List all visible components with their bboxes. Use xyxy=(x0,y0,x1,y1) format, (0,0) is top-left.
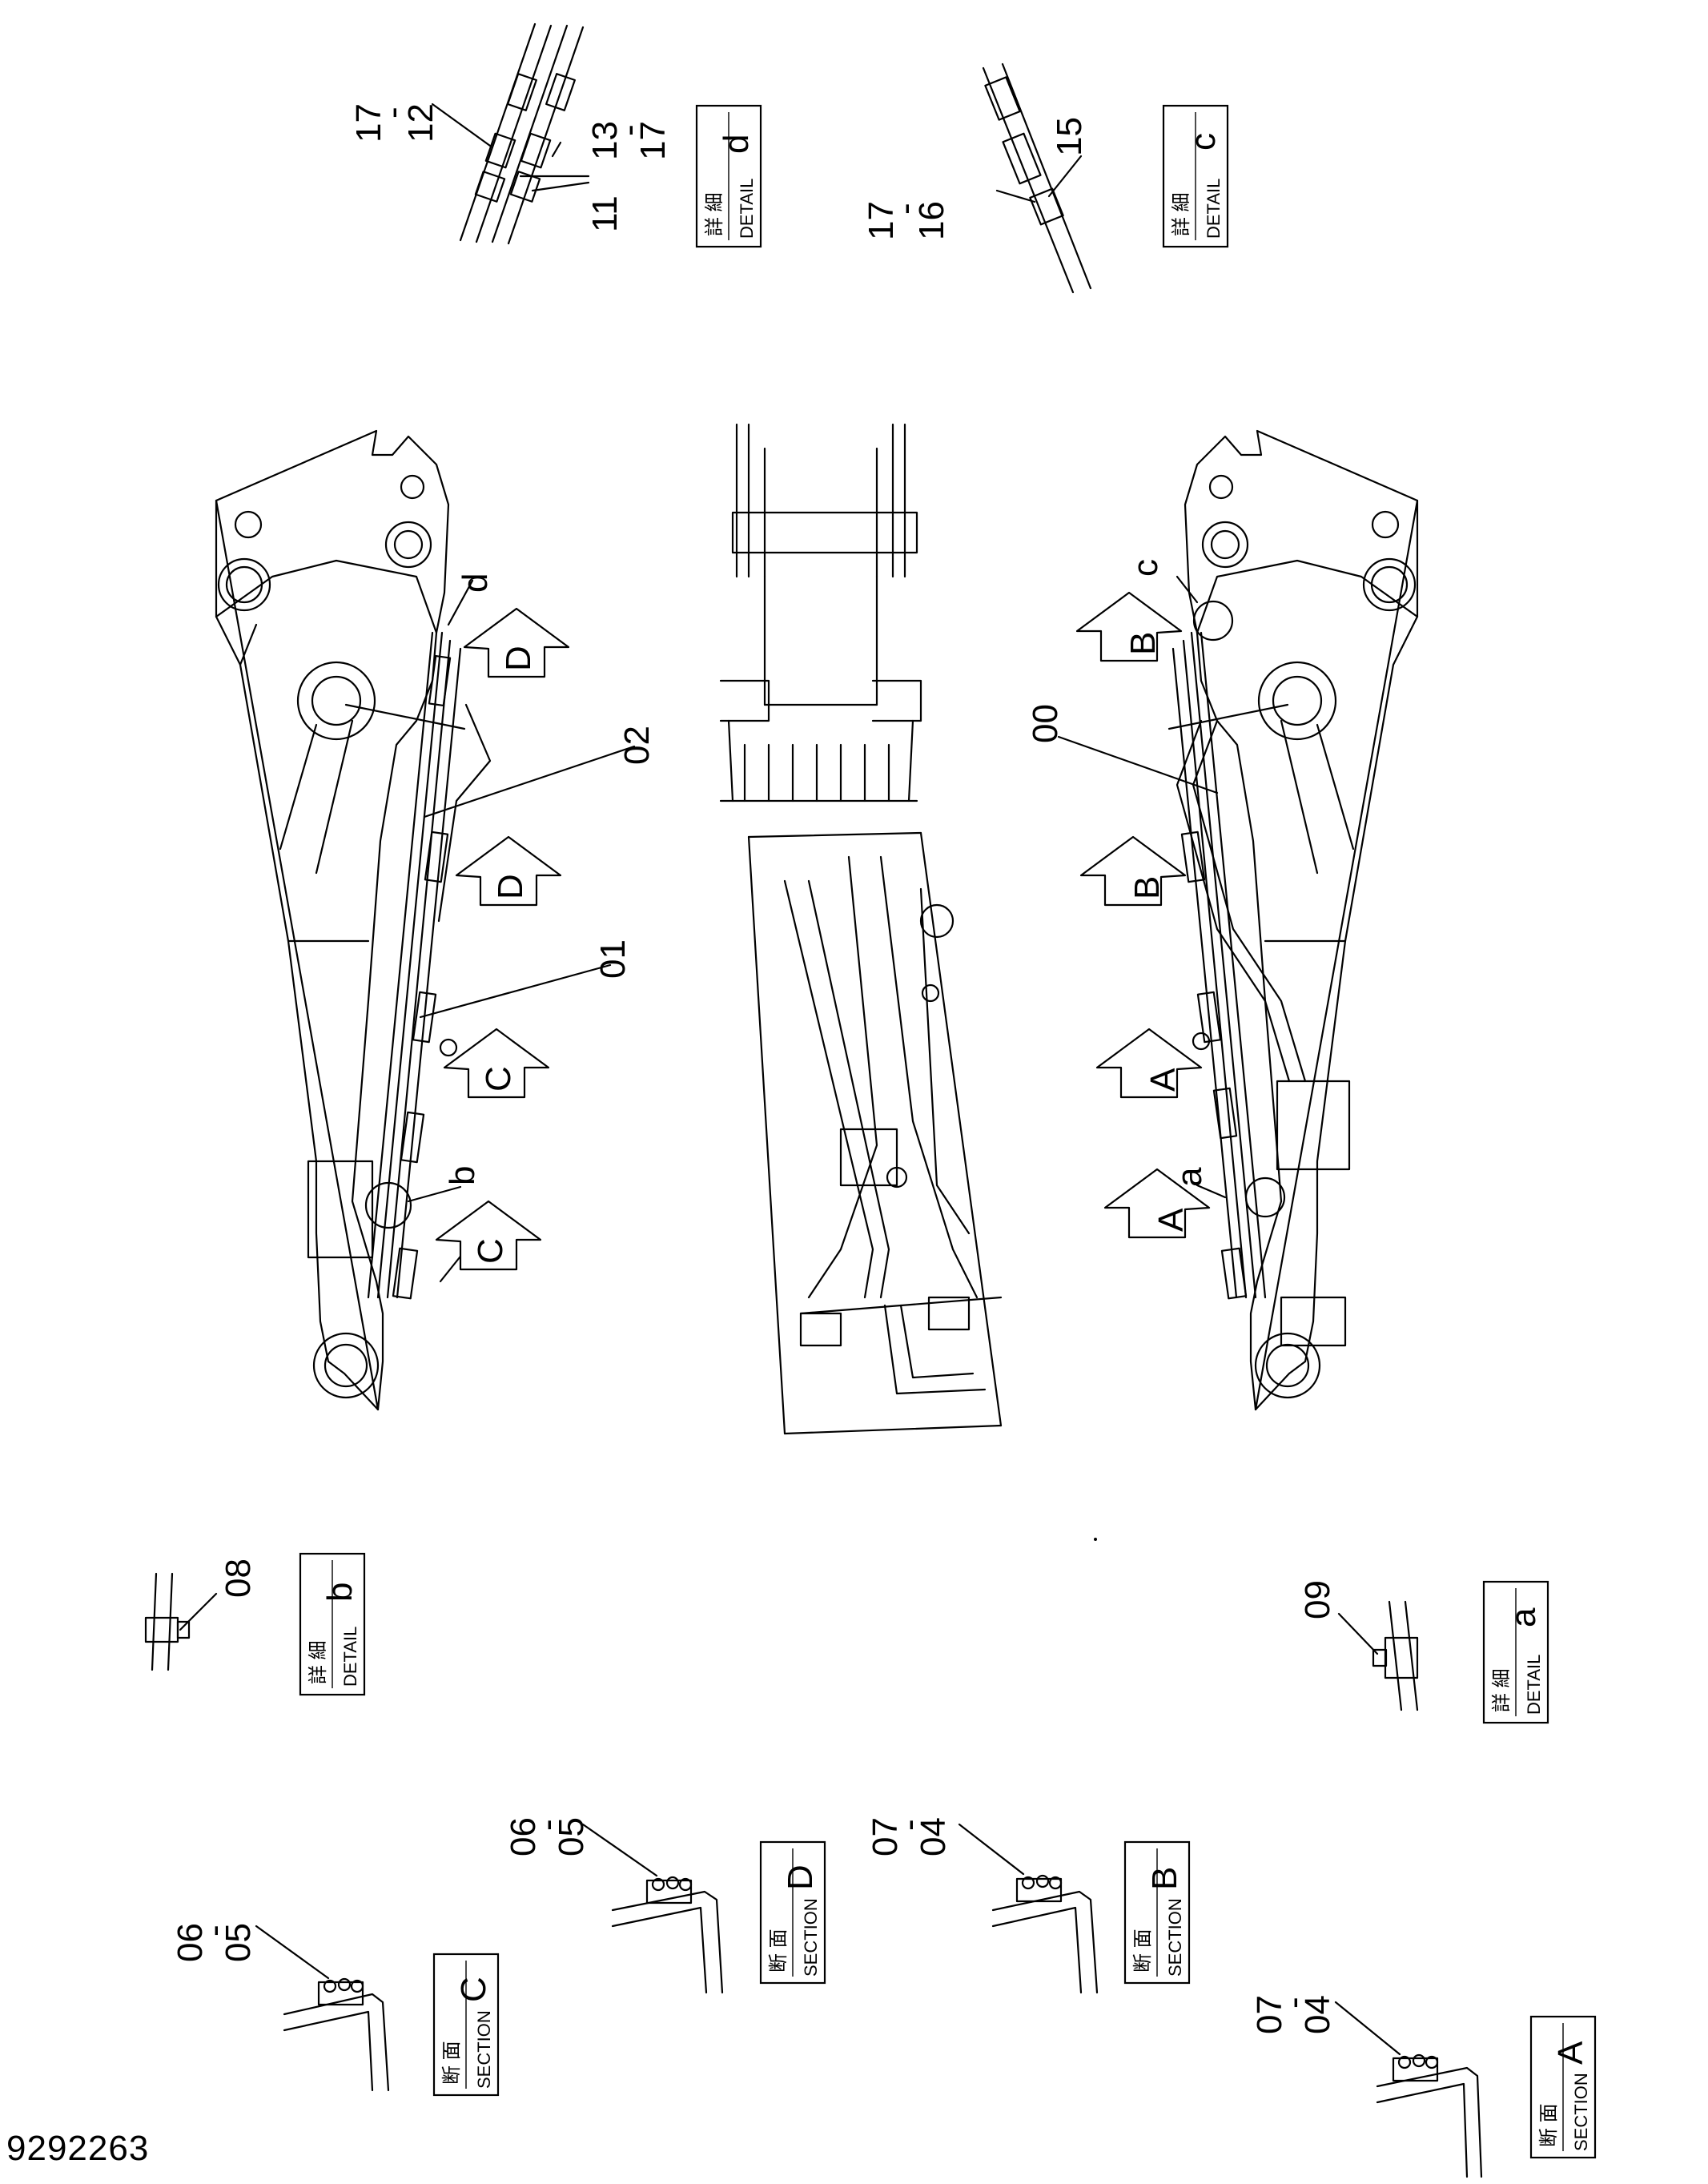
section-arrow-b-letter: B xyxy=(1127,876,1167,899)
callout-09: 09 xyxy=(1298,1580,1337,1619)
callout-dash: - xyxy=(890,1819,929,1831)
callout-dash: - xyxy=(195,1925,234,1937)
callout-13: 13 xyxy=(585,121,625,160)
section-a-letter: A xyxy=(1551,2041,1590,2065)
callout-01: 01 xyxy=(593,939,633,979)
detail-b-marker: b xyxy=(443,1166,482,1185)
detail-c-letter: c xyxy=(1184,133,1223,151)
detail-d-letter: d xyxy=(717,135,756,154)
callout-00: 00 xyxy=(1026,704,1065,743)
svg-text:詳 細: 詳 細 xyxy=(704,192,725,236)
detail-a-view: 09 詳 細 DETAIL a xyxy=(1298,1580,1549,1724)
svg-text:DETAIL: DETAIL xyxy=(1204,179,1224,239)
section-arrow-d-letter: D xyxy=(491,874,530,899)
callout-05: 05 xyxy=(219,1923,258,1962)
svg-text:詳 細: 詳 細 xyxy=(1491,1668,1513,1712)
callout-05: 05 xyxy=(552,1817,591,1856)
callout-17: 17 xyxy=(349,103,388,143)
detail-d-view: 17 - 12 13 - 17 11 詳 細 DETAIL d xyxy=(349,22,762,248)
section-d-letter: D xyxy=(781,1864,820,1890)
detail-d-marker: d xyxy=(456,573,495,593)
drawing-number: 9292263 xyxy=(6,2129,150,2168)
callout-08: 08 xyxy=(219,1559,258,1598)
section-arrow-d-letter: D xyxy=(499,646,538,671)
section-arrow-c-letter: C xyxy=(479,1066,518,1092)
detail-c-label: 詳 細 DETAIL c xyxy=(1162,104,1229,248)
callout-17: 17 xyxy=(633,121,673,160)
callout-12: 12 xyxy=(401,103,440,143)
detail-c-marker: c xyxy=(1126,559,1165,577)
section-a-view: 07 - 04 断 面 SECTION A xyxy=(1250,1995,1597,2178)
detail-b-label: 詳 細 DETAIL b xyxy=(299,1552,366,1696)
callout-15: 15 xyxy=(1050,117,1089,156)
callout-04: 04 xyxy=(914,1817,953,1856)
svg-text:SECTION: SECTION xyxy=(474,2010,494,2089)
svg-text:詳 細: 詳 細 xyxy=(1171,192,1192,236)
callout-dash: - xyxy=(1274,1997,1313,2009)
callout-17: 17 xyxy=(862,201,901,240)
callout-04: 04 xyxy=(1298,1995,1337,2034)
section-arrow-a-letter: A xyxy=(1143,1068,1183,1092)
svg-text:断 面: 断 面 xyxy=(441,2041,463,2085)
callout-dash: - xyxy=(886,203,925,215)
svg-text:断 面: 断 面 xyxy=(768,1929,790,1973)
callout-16: 16 xyxy=(912,201,951,240)
section-arrow-a-letter: A xyxy=(1151,1208,1191,1232)
detail-d-label: 詳 細 DETAIL d xyxy=(695,104,762,248)
section-c-label: 断 面 SECTION C xyxy=(432,1953,500,2097)
section-c-letter: C xyxy=(454,1977,493,2002)
section-b-view: 07 - 04 断 面 SECTION B xyxy=(866,1817,1191,1994)
callout-07: 07 xyxy=(1250,1995,1289,2034)
svg-text:詳 細: 詳 細 xyxy=(307,1640,329,1684)
svg-text:SECTION: SECTION xyxy=(1165,1898,1185,1977)
detail-b-view: 08 詳 細 DETAIL b xyxy=(144,1552,366,1696)
section-arrow-c-letter: C xyxy=(471,1238,510,1264)
detail-c-view: 17 - 16 15 詳 細 DETAIL c xyxy=(862,62,1229,294)
svg-text:断 面: 断 面 xyxy=(1538,2103,1560,2147)
section-b-letter: B xyxy=(1145,1867,1184,1890)
center-top-view xyxy=(719,423,1003,1435)
detail-a-letter: a xyxy=(1504,1607,1543,1627)
section-d-label: 断 面 SECTION D xyxy=(759,1840,826,1985)
section-d-view: 06 - 05 断 面 SECTION D xyxy=(504,1817,826,1994)
svg-text:SECTION: SECTION xyxy=(801,1898,821,1977)
section-c-view: 06 - 05 断 面 SECTION C xyxy=(171,1923,500,2097)
section-arrow-b-letter: B xyxy=(1123,632,1163,655)
left-boom-view: D D C C d b 02 01 xyxy=(215,429,657,1411)
callout-11: 11 xyxy=(585,195,625,232)
detail-b-letter: b xyxy=(320,1583,360,1602)
callout-dash: - xyxy=(373,107,412,119)
callout-07: 07 xyxy=(866,1817,905,1856)
right-boom-view: B B A A c a 00 xyxy=(1026,429,1419,1411)
section-b-label: 断 面 SECTION B xyxy=(1123,1840,1191,1985)
detail-a-label: 詳 細 DETAIL a xyxy=(1482,1580,1549,1724)
svg-text:SECTION: SECTION xyxy=(1571,2073,1591,2151)
callout-dash: - xyxy=(609,124,649,136)
section-a-label: 断 面 SECTION A xyxy=(1529,2015,1597,2159)
detail-a-marker: a xyxy=(1170,1167,1209,1187)
callout-dash: - xyxy=(528,1819,567,1831)
callout-06: 06 xyxy=(504,1817,543,1856)
svg-text:断 面: 断 面 xyxy=(1132,1929,1154,1973)
callout-06: 06 xyxy=(171,1923,210,1962)
callout-02: 02 xyxy=(617,726,657,765)
stray-dot xyxy=(1094,1538,1097,1541)
svg-text:DETAIL: DETAIL xyxy=(340,1627,360,1687)
svg-text:DETAIL: DETAIL xyxy=(1524,1655,1544,1715)
svg-text:DETAIL: DETAIL xyxy=(737,179,757,239)
